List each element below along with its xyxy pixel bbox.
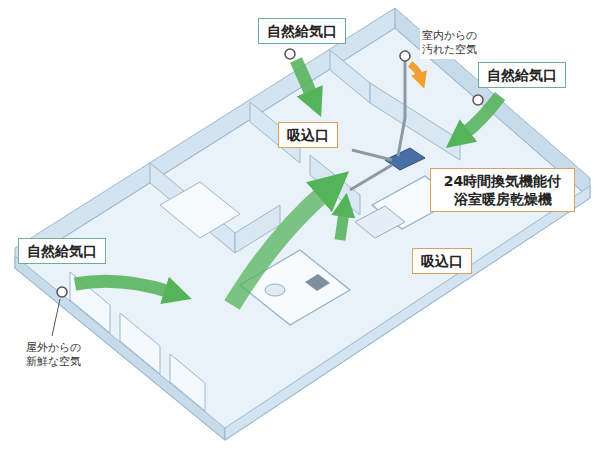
supply-vent: [285, 49, 295, 59]
room-furniture: [160, 182, 240, 238]
bath-floor: [355, 206, 405, 238]
airflow-arrow: [232, 192, 325, 305]
label-text: 吸込口: [287, 126, 329, 144]
label-text: 自然給気口: [267, 22, 337, 40]
back-wall: [15, 8, 395, 268]
window: [120, 313, 160, 374]
supply-vent: [473, 95, 483, 105]
airflow-arrow: [340, 212, 344, 240]
duct: [352, 150, 392, 160]
cooktop: [305, 274, 330, 291]
sink: [265, 284, 285, 296]
label-box: 自然給気口: [18, 238, 106, 264]
exhaust-vent: [400, 51, 410, 61]
partition-wall: [330, 50, 370, 103]
label-text: 自然給気口: [27, 242, 97, 260]
label-box: 吸込口: [412, 248, 472, 274]
label-box: 自然給気口: [258, 18, 346, 44]
front-wall: [15, 256, 225, 440]
note-text: 屋外からの 新鮮な空気: [24, 340, 100, 371]
airflow-arrow: [296, 60, 312, 96]
label-box: 24時間換気機能付 浴室暖房乾燥機: [430, 168, 575, 212]
duct: [350, 165, 392, 190]
note-text: 室内からの 汚れた空気: [420, 28, 496, 59]
leader-line: [52, 299, 60, 336]
label-text: 自然給気口: [487, 66, 557, 84]
label-box: 自然給気口: [478, 62, 566, 88]
label-text: 吸込口: [421, 252, 463, 270]
label-box: 吸込口: [278, 122, 338, 148]
airflow-arrow: [75, 281, 170, 292]
partition-wall: [370, 83, 460, 160]
supply-vent: [57, 287, 67, 297]
window: [170, 354, 205, 411]
duct: [398, 60, 405, 156]
airflow-arrow: [464, 96, 500, 134]
exhaust-arrow: [410, 64, 420, 76]
label-text: 24時間換気機能付 浴室暖房乾燥機: [439, 172, 566, 208]
floor-slab: [15, 28, 590, 440]
